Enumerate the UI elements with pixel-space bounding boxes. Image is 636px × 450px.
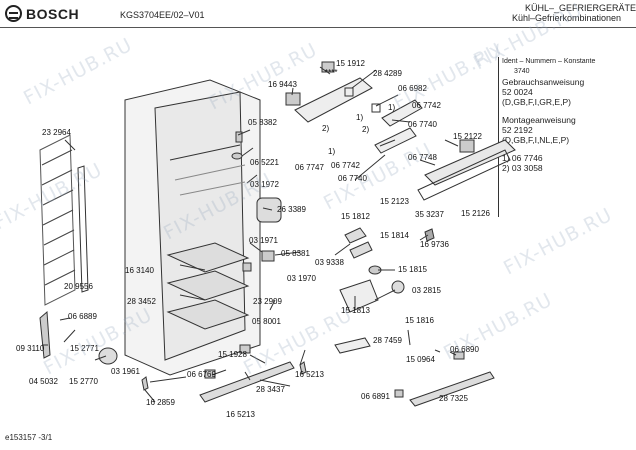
part-label: 06 6890 bbox=[450, 345, 479, 354]
part-label: 28 7459 bbox=[373, 336, 402, 345]
part-label: 06 6891 bbox=[361, 392, 390, 401]
part-label: 15 2123 bbox=[380, 197, 409, 206]
bosch-logo-icon bbox=[5, 5, 22, 22]
part-label: 15 1815 bbox=[398, 265, 427, 274]
condenser-frame bbox=[39, 134, 76, 306]
part-label: 06 7748 bbox=[408, 153, 437, 162]
part-label: 05 8382 bbox=[248, 118, 277, 127]
install-languages: (D,GB,F,I,NL,E,P) bbox=[502, 135, 570, 145]
shelf-3 bbox=[166, 299, 250, 330]
header-divider bbox=[0, 27, 636, 28]
part-label: 06 7740 bbox=[338, 174, 367, 183]
part-label: 06 7742 bbox=[331, 161, 360, 170]
part-label: 16 2859 bbox=[146, 398, 175, 407]
part-label: 35 3237 bbox=[415, 210, 444, 219]
ident-label: Ident – Nummern – Konstante bbox=[502, 58, 596, 65]
part-label: 28 4289 bbox=[373, 69, 402, 78]
part-label: 06 7740 bbox=[408, 120, 437, 129]
callout-1: 1) bbox=[356, 113, 363, 122]
install-title: Montageanweisung bbox=[502, 115, 576, 125]
part-label: 15 1816 bbox=[405, 316, 434, 325]
part-label: 20 9556 bbox=[64, 282, 93, 291]
side-rail bbox=[77, 165, 89, 293]
part-label: 26 3389 bbox=[277, 205, 306, 214]
part-label: 15 2771 bbox=[70, 344, 99, 353]
part-label: 16 3140 bbox=[125, 266, 154, 275]
part-label: 23 2964 bbox=[42, 128, 71, 137]
part-label: 03 1970 bbox=[287, 274, 316, 283]
footnote-2: 2) 03 3058 bbox=[502, 163, 543, 173]
install-number: 52 2192 bbox=[502, 125, 533, 135]
stars-marker: **** bbox=[325, 68, 337, 77]
part-label: 15 1813 bbox=[341, 306, 370, 315]
part-label: 05 8381 bbox=[281, 249, 310, 258]
document-code: e153157 -3/1 bbox=[5, 433, 53, 442]
part-label: 15 1814 bbox=[380, 231, 409, 240]
footnote-1: 1) 06 7746 bbox=[502, 153, 543, 163]
front-panel bbox=[424, 139, 516, 186]
callout-1: 1) bbox=[328, 147, 335, 156]
callout-1: 1) bbox=[388, 103, 395, 112]
part-label: 15 1812 bbox=[341, 212, 370, 221]
door-rail bbox=[199, 361, 295, 403]
category-subtitle: Kühl–Gefrierkombinationen bbox=[512, 13, 622, 23]
model-number: KGS3704EE/02–V01 bbox=[120, 10, 205, 20]
part-label: 15 0964 bbox=[406, 355, 435, 364]
part-label: 15 2122 bbox=[453, 132, 482, 141]
part-label: 05 8001 bbox=[252, 317, 281, 326]
document-info-panel: Ident – Nummern – Konstante 3740 Gebrauc… bbox=[502, 57, 632, 173]
part-label: 16 5213 bbox=[226, 410, 255, 419]
drawer-part bbox=[339, 279, 379, 313]
part-label: 28 7325 bbox=[439, 394, 468, 403]
manual-number: 52 0024 bbox=[502, 87, 533, 97]
part-label: 28 3452 bbox=[127, 297, 156, 306]
part-label: 15 2770 bbox=[69, 377, 98, 386]
part-label: 15 2126 bbox=[461, 209, 490, 218]
part-label: 16 5213 bbox=[295, 370, 324, 379]
part-label: 09 3110 bbox=[16, 344, 45, 353]
part-label: 16 9443 bbox=[268, 80, 297, 89]
part-label: 23 2909 bbox=[253, 297, 282, 306]
brand-name: BOSCH bbox=[26, 6, 80, 22]
shelf-1 bbox=[166, 242, 250, 273]
part-label: 06 7747 bbox=[295, 163, 324, 172]
part-label: 03 1961 bbox=[111, 367, 140, 376]
ident-value: 3740 bbox=[514, 68, 530, 75]
part-label: 15 1928 bbox=[218, 350, 247, 359]
part-label: 04 5032 bbox=[29, 377, 58, 386]
part-label: 03 1972 bbox=[250, 180, 279, 189]
sidebar-divider bbox=[498, 57, 499, 217]
manual-title: Gebrauchsanweisung bbox=[502, 77, 585, 87]
manual-languages: (D,GB,F,I,GR,E,P) bbox=[502, 97, 571, 107]
part-label: 16 9736 bbox=[420, 240, 449, 249]
callout-2: 2) bbox=[362, 125, 369, 134]
part-label: 28 3437 bbox=[256, 385, 285, 394]
part-label: 06 6982 bbox=[398, 84, 427, 93]
part-label: 06 6769 bbox=[187, 370, 216, 379]
part-label: 03 2815 bbox=[412, 286, 441, 295]
callout-2: 2) bbox=[322, 124, 329, 133]
part-label: 03 1971 bbox=[249, 236, 278, 245]
fan-motor bbox=[256, 197, 282, 223]
shelf-2 bbox=[166, 270, 250, 301]
part-label: 06 7742 bbox=[412, 101, 441, 110]
part-label: 06 6889 bbox=[68, 312, 97, 321]
part-label: 03 9338 bbox=[315, 258, 344, 267]
part-label: 15 1912 bbox=[336, 59, 365, 68]
part-label: 06 5221 bbox=[250, 158, 279, 167]
category-title: KÜHL–_GEFRIERGERÄTE bbox=[525, 3, 636, 13]
